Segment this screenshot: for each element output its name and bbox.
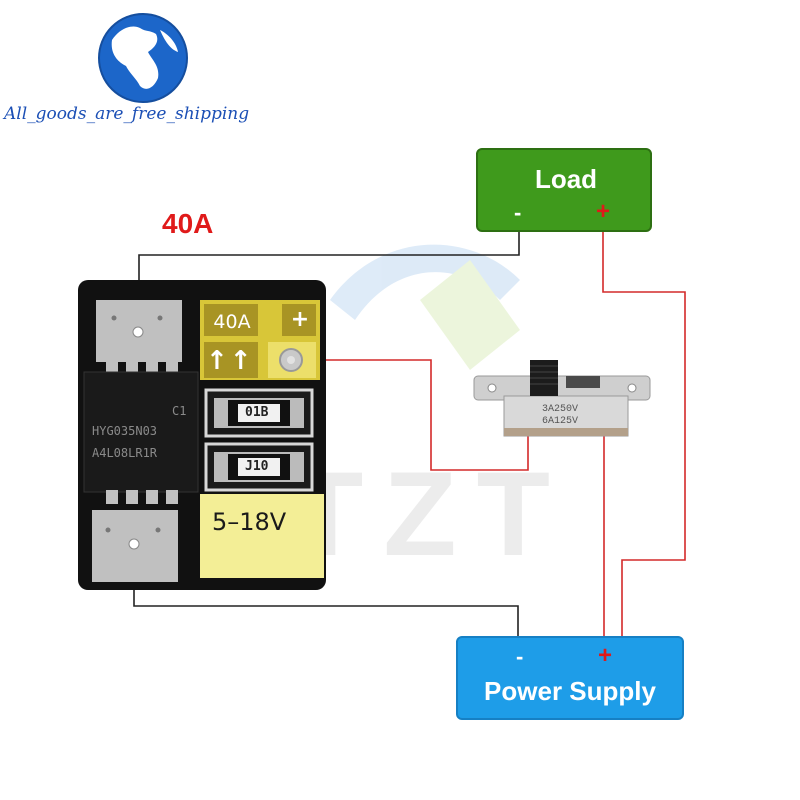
store-name: All_goods_are_free_shipping — [4, 104, 250, 124]
switch-rating-2: 6A125V — [542, 416, 579, 427]
mosfet-module — [78, 280, 326, 590]
chip-marking-3: A4L08LR1R — [92, 446, 158, 460]
power-supply-box: - + Power Supply — [456, 636, 684, 720]
module-current-silkscreen: 40A — [213, 311, 251, 333]
power-supply-positive-label: + — [598, 642, 613, 669]
resistor-1-marking: 01B — [245, 405, 269, 420]
gate-to-switch-wire — [291, 359, 529, 471]
load-positive-label: + — [596, 198, 611, 225]
load-negative-label: - — [514, 200, 522, 225]
switch-rating-1: 3A250V — [542, 404, 579, 415]
chip-marking-1: C1 — [172, 404, 187, 418]
power-supply-label: Power Supply — [484, 676, 656, 706]
resistor-2-marking: J10 — [245, 459, 269, 474]
load-box: Load - + — [476, 148, 652, 232]
power-supply-negative-label: - — [516, 644, 524, 669]
module-voltage-silkscreen: 5–18V — [212, 508, 287, 536]
globe-logo-icon — [98, 13, 188, 103]
module-arrows-silkscreen: ↑↑ — [206, 346, 254, 376]
current-rating-label: 40A — [162, 208, 214, 239]
slide-switch — [473, 360, 651, 437]
load-positive-wire — [602, 228, 686, 640]
load-label: Load — [534, 164, 598, 194]
positive-wires — [291, 228, 686, 640]
chip-marking-2: HYG035N03 — [92, 424, 158, 438]
module-plus-silkscreen: + — [290, 307, 310, 332]
